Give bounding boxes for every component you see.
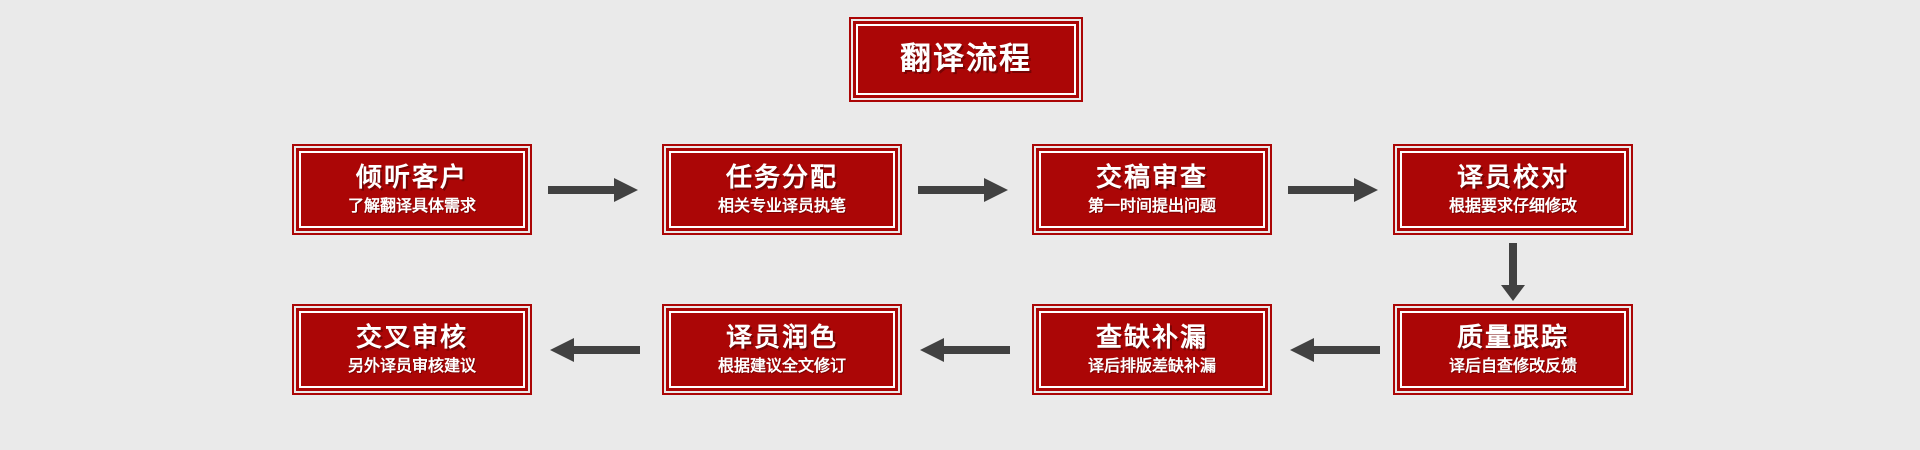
step-title: 倾听客户 <box>355 163 468 193</box>
step-box-task-assignment[interactable]: 任务分配 相关专业译员执笔 <box>662 144 902 235</box>
step-title: 译员润色 <box>725 323 838 353</box>
arrow-left-icon <box>918 335 1010 365</box>
step-box-submission-review[interactable]: 交稿审查 第一时间提出问题 <box>1032 144 1272 235</box>
step-subtitle: 根据要求仔细修改 <box>1448 196 1577 215</box>
arrow-left-icon <box>548 335 640 365</box>
step-box-listen-to-client[interactable]: 倾听客户 了解翻译具体需求 <box>292 144 532 235</box>
step-subtitle: 译后自查修改反馈 <box>1448 356 1577 375</box>
step-subtitle: 根据建议全文修订 <box>717 356 846 375</box>
arrow-left-icon <box>1288 335 1380 365</box>
step-box-cross-review[interactable]: 交叉审核 另外译员审核建议 <box>292 304 532 395</box>
arrow-right-icon <box>918 175 1010 205</box>
step-box-quality-tracking[interactable]: 质量跟踪 译后自查修改反馈 <box>1393 304 1633 395</box>
flowchart-heading-label: 翻译流程 <box>900 41 1032 77</box>
arrow-right-icon <box>548 175 640 205</box>
step-subtitle: 相关专业译员执笔 <box>717 196 846 215</box>
step-subtitle: 第一时间提出问题 <box>1087 196 1216 215</box>
step-title: 查缺补漏 <box>1095 323 1208 353</box>
step-title: 译员校对 <box>1456 163 1569 193</box>
step-title: 交叉审核 <box>355 323 468 353</box>
step-title: 质量跟踪 <box>1456 323 1569 353</box>
step-title: 任务分配 <box>725 163 838 193</box>
step-subtitle: 译后排版差缺补漏 <box>1087 356 1216 375</box>
arrow-right-icon <box>1288 175 1380 205</box>
flowchart-heading-box: 翻译流程 <box>849 17 1083 102</box>
step-box-gap-filling[interactable]: 查缺补漏 译后排版差缺补漏 <box>1032 304 1272 395</box>
step-box-translator-polishing[interactable]: 译员润色 根据建议全文修订 <box>662 304 902 395</box>
step-title: 交稿审查 <box>1095 163 1208 193</box>
arrow-down-icon <box>1498 243 1528 303</box>
step-subtitle: 另外译员审核建议 <box>347 356 476 375</box>
step-subtitle: 了解翻译具体需求 <box>347 196 476 215</box>
step-box-translator-proofreading[interactable]: 译员校对 根据要求仔细修改 <box>1393 144 1633 235</box>
